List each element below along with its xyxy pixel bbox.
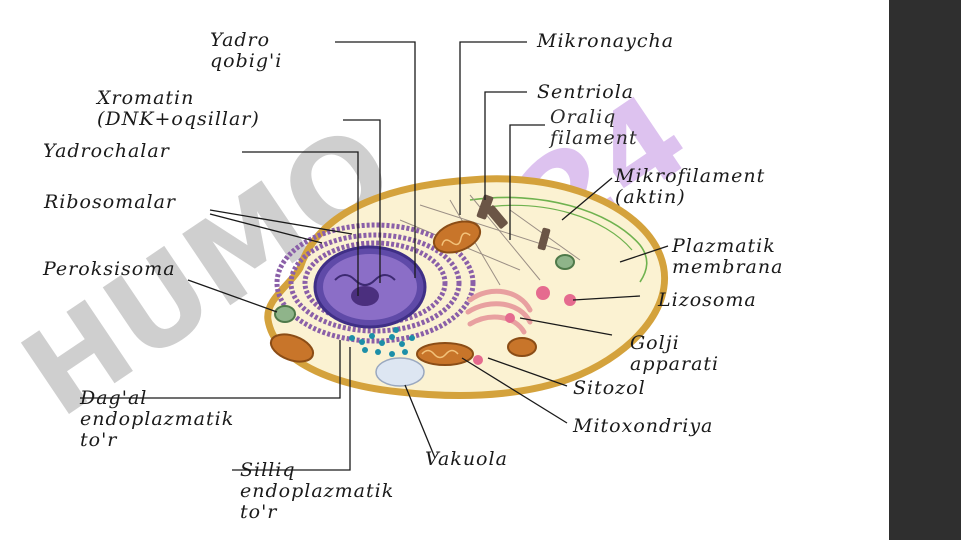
label-lizosoma: Lizosoma [658, 289, 757, 311]
label-vakuola: Vakuola [425, 448, 508, 470]
leader-xromatin [343, 119, 381, 283]
leader-mikrofilament [561, 177, 613, 221]
label-xromatin: Xromatin (DNK+oqsillar) [97, 87, 260, 130]
leader-golji [519, 317, 613, 336]
nucleus [313, 245, 427, 329]
leader-yadrochalar [242, 151, 359, 296]
vakuola-shape [375, 357, 425, 387]
sentriola-shape [476, 194, 551, 251]
label-dagal: Dag'al endoplazmatik to'r [80, 387, 235, 451]
mikrofilament-shape [469, 196, 648, 283]
leader-mitoxondriya [461, 357, 568, 424]
lizosoma-shape [473, 286, 576, 365]
golji-shape [465, 288, 533, 335]
leader-oraliq [509, 124, 545, 240]
label-mikrofilament: Mikrofilament (aktin) [615, 165, 766, 208]
leader-peroksisoma [187, 279, 278, 313]
nucleolus-shape [351, 286, 379, 306]
label-plazmatik: Plazmatik membrana [672, 235, 784, 278]
label-oraliq: Oraliq filament [550, 106, 638, 149]
label-golji: Golji apparati [630, 332, 720, 375]
label-mikronaycha: Mikronaycha [537, 30, 675, 52]
leader-yadro-qobigi [335, 41, 416, 278]
cell [264, 175, 668, 399]
label-yadro-qobigi: Yadro qobig'i [210, 29, 283, 72]
label-silliq: Silliq endoplazmatik to'r [240, 459, 395, 523]
leader-sitozol [487, 357, 568, 387]
leader-vakuola [404, 384, 436, 459]
label-mitoxondriya: Mitoxondriya [573, 415, 714, 437]
ribosomes [349, 327, 415, 357]
leader-lizosoma [572, 295, 641, 301]
leader-mikronaycha [459, 41, 527, 215]
leader-silliq [232, 347, 351, 471]
right-sidebar-bar [889, 0, 961, 540]
peroksisoma-shape [274, 305, 296, 323]
mikronaycha-shape [419, 204, 561, 251]
leader-sentriola [484, 91, 527, 200]
leader-dagal [80, 340, 341, 399]
mitoxondriya-shape [269, 220, 537, 366]
label-sentriola: Sentriola [537, 81, 635, 103]
label-ribosomalar: Ribosomalar [44, 191, 177, 213]
peroksisoma-shape [555, 254, 575, 270]
cell-diagram: HUMO 24 [0, 41, 712, 471]
label-sitozol: Sitozol [573, 377, 646, 399]
label-yadrochalar: Yadrochalar [43, 140, 170, 162]
chromatin-shape [334, 274, 396, 286]
leader-ribosomalar-1 [209, 209, 353, 235]
leader-lines [80, 41, 669, 471]
leader-plazmatik [619, 245, 669, 263]
label-peroksisoma: Peroksisoma [43, 258, 176, 280]
leader-ribosomalar-2 [209, 213, 323, 244]
